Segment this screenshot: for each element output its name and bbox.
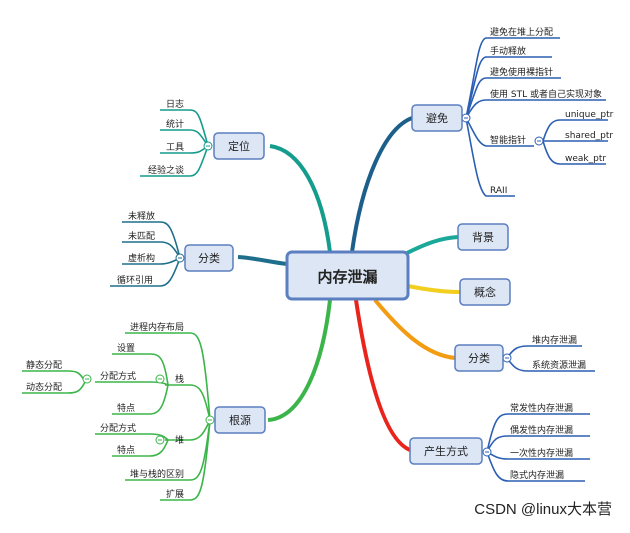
classify-left-item-3: 虚析构	[128, 252, 155, 264]
node-classify-right[interactable]: 分类	[454, 344, 504, 372]
root-stack-setting: 设置	[117, 343, 135, 354]
classify-right-item-2: 系统资源泄漏	[532, 359, 586, 371]
node-background[interactable]: 背景	[457, 223, 509, 251]
smart-pointer-item-2: shared_ptr	[565, 131, 613, 141]
locate-item-3: 工具	[166, 142, 184, 153]
node-avoid[interactable]: 避免	[411, 104, 463, 132]
node-generation[interactable]: 产生方式	[409, 437, 483, 465]
node-root[interactable]: 根源	[214, 406, 266, 434]
smart-pointer-label: 智能指针	[490, 134, 526, 146]
generation-item-2: 偶发性内存泄漏	[510, 424, 573, 436]
branch-line-concept	[407, 284, 461, 294]
generation-item-3: 一次性内存泄漏	[510, 447, 573, 459]
node-classify-left-label: 分类	[198, 251, 220, 265]
node-background-label: 背景	[472, 230, 494, 244]
branch-line-background	[404, 235, 459, 256]
classify-left-item-4: 循环引用	[117, 274, 153, 286]
center-node[interactable]: 内存泄漏	[285, 250, 410, 301]
smart-pointer-item-1: unique_ptr	[565, 110, 614, 120]
generation-item-1: 常发性内存泄漏	[510, 402, 573, 414]
avoid-item-4: 使用 STL 或者自己实现对象	[490, 88, 602, 100]
node-avoid-label: 避免	[426, 111, 448, 125]
node-root-label: 根源	[229, 413, 251, 427]
branch-line-locate	[269, 144, 332, 253]
classify-left-item-1: 未释放	[128, 210, 155, 222]
root-heap-feature: 特点	[117, 444, 135, 456]
node-classify-left[interactable]: 分类	[184, 244, 234, 272]
root-heap-label: 堆	[175, 435, 184, 446]
classify-left-item-2: 未匹配	[128, 230, 155, 242]
root-stack-alloc-dynamic: 动态分配	[26, 381, 62, 393]
root-heap-alloc: 分配方式	[100, 422, 136, 434]
avoid-item-2: 手动释放	[490, 45, 526, 57]
branch-line-classify-left	[237, 255, 288, 266]
smart-pointer-item-3: weak_ptr	[565, 154, 606, 164]
root-stack-label: 栈	[175, 373, 184, 385]
avoid-item-1: 避免在堆上分配	[490, 26, 553, 38]
root-diff: 堆与栈的区别	[130, 468, 184, 480]
locate-item-2: 统计	[166, 118, 184, 130]
avoid-item-3: 避免使用裸指针	[490, 66, 553, 78]
root-stack-alloc-static: 静态分配	[26, 359, 62, 371]
root-expand: 扩展	[166, 488, 184, 500]
classify-right-item-1: 堆内存泄漏	[532, 334, 577, 346]
root-process-layout: 进程内存布局	[130, 321, 184, 333]
node-classify-right-label: 分类	[468, 351, 490, 365]
node-locate[interactable]: 定位	[213, 132, 265, 160]
generation-item-4: 隐式内存泄漏	[510, 469, 564, 481]
node-concept[interactable]: 概念	[459, 278, 511, 306]
node-concept-label: 概念	[474, 285, 496, 299]
locate-item-1: 日志	[166, 98, 184, 110]
center-node-label: 内存泄漏	[317, 268, 377, 286]
root-stack-alloc: 分配方式	[100, 370, 136, 382]
watermark: CSDN @linux大本营	[474, 501, 612, 518]
branch-line-generation	[354, 299, 411, 452]
node-generation-label: 产生方式	[424, 444, 468, 458]
avoid-subtree	[465, 37, 608, 197]
root-stack-feature: 特点	[117, 402, 135, 414]
branch-line-root	[267, 299, 332, 422]
branch-line-classify-right	[373, 298, 456, 360]
locate-item-4: 经验之谈	[148, 164, 184, 176]
node-locate-label: 定位	[228, 139, 250, 153]
branch-line-avoid	[350, 116, 413, 253]
avoid-item-raii: RAII	[490, 186, 507, 196]
